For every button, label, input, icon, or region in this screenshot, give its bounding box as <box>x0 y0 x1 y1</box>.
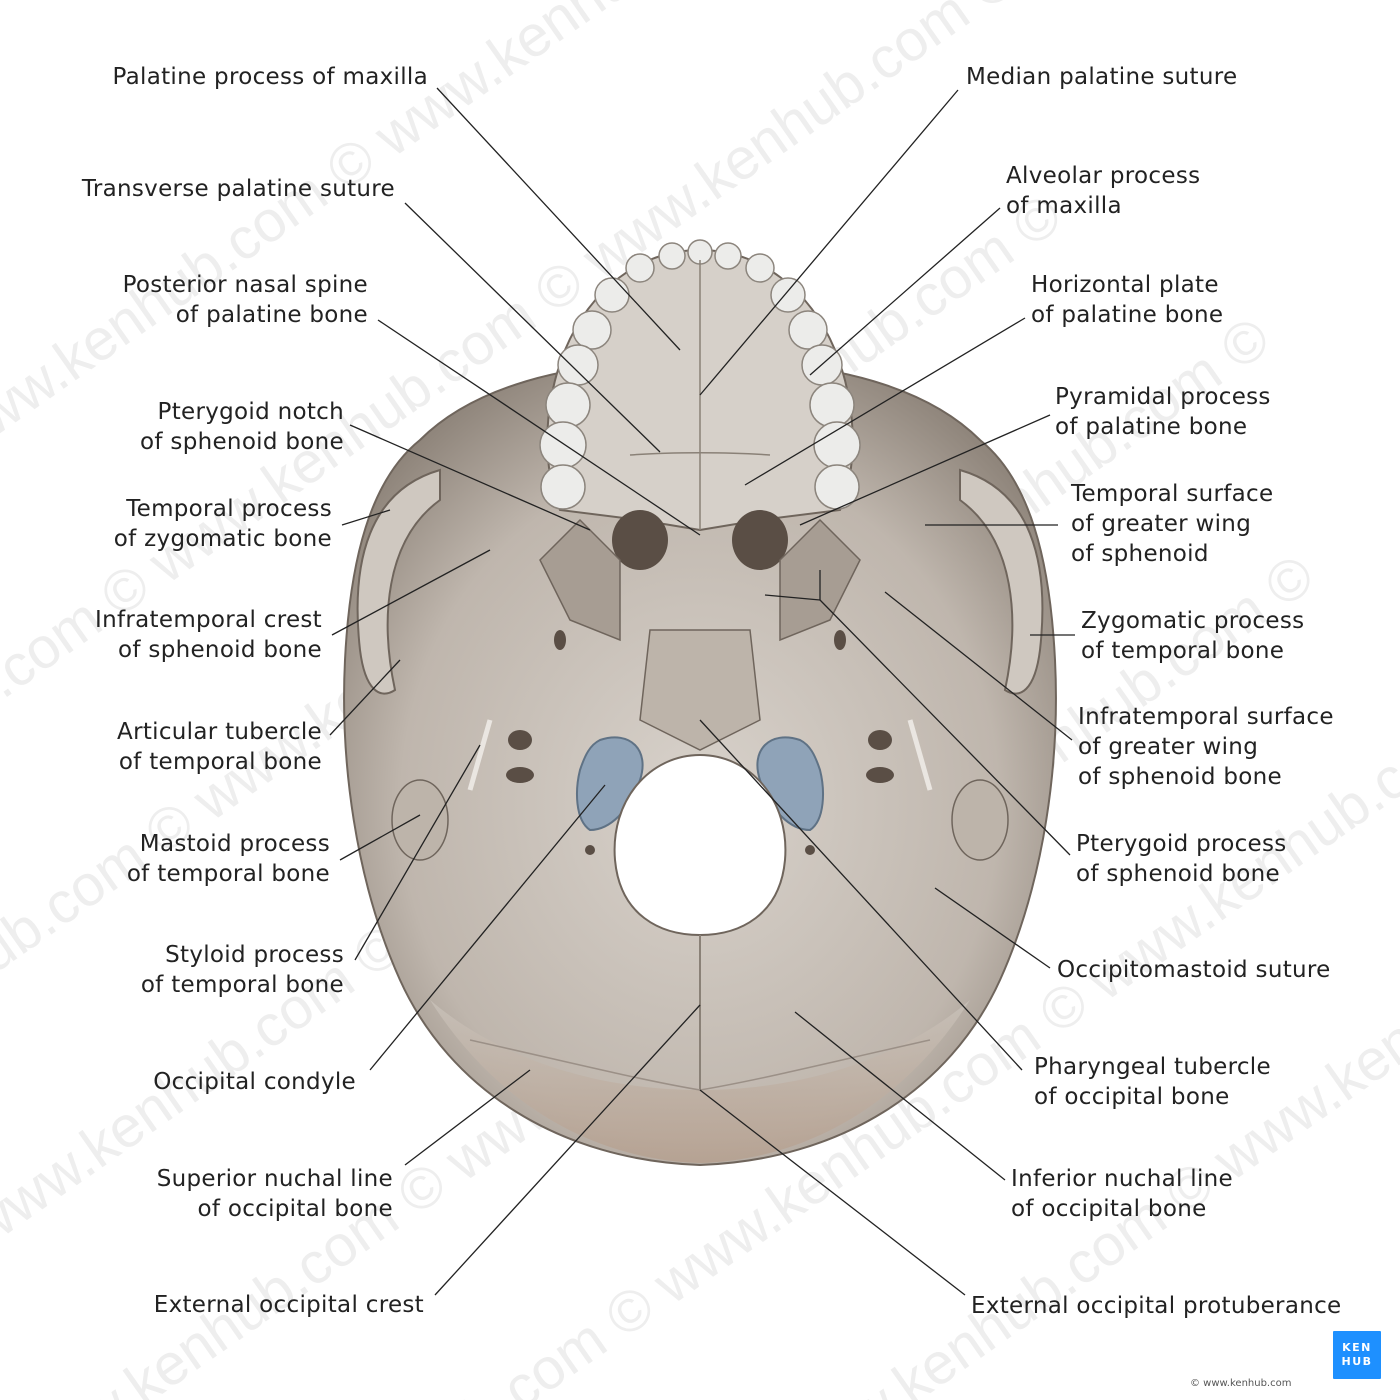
label-temporal-process-zygomatic: Temporal process of zygomatic bone <box>114 494 332 554</box>
label-occipital-condyle: Occipital condyle <box>153 1067 356 1097</box>
logo-text-line1: KEN <box>1342 1341 1372 1354</box>
label-text: of sphenoid bone <box>1076 861 1280 887</box>
label-posterior-nasal-spine: Posterior nasal spine of palatine bone <box>123 270 368 330</box>
label-text: External occipital crest <box>153 1292 424 1318</box>
label-pterygoid-notch: Pterygoid notch of sphenoid bone <box>140 397 344 457</box>
label-palatine-process-of-maxilla: Palatine process of maxilla <box>112 62 428 92</box>
logo-text-line2: HUB <box>1341 1355 1373 1368</box>
label-text: Pterygoid process <box>1076 831 1287 857</box>
label-text: Temporal process <box>126 496 332 522</box>
label-alveolar-process: Alveolar process of maxilla <box>1006 161 1200 221</box>
label-text: of sphenoid bone <box>1078 764 1282 790</box>
label-text: of occipital bone <box>197 1196 393 1222</box>
label-text: Transverse palatine suture <box>81 176 395 202</box>
label-text: of greater wing <box>1071 511 1252 537</box>
zygomatic-arch-right <box>959 468 1044 695</box>
label-text: of temporal bone <box>140 972 344 998</box>
label-horizontal-plate: Horizontal plate of palatine bone <box>1031 270 1223 330</box>
label-text: of palatine bone <box>1055 414 1248 440</box>
label-text: of palatine bone <box>1031 302 1224 328</box>
label-text: of occipital bone <box>1034 1084 1230 1110</box>
label-text: of maxilla <box>1006 193 1122 219</box>
label-pyramidal-process: Pyramidal process of palatine bone <box>1055 382 1271 442</box>
label-text: of temporal bone <box>118 749 322 775</box>
label-styloid-process: Styloid process of temporal bone <box>141 940 344 1000</box>
leader-lines <box>329 87 1075 1296</box>
label-text: Median palatine suture <box>966 64 1238 90</box>
label-text: of temporal bone <box>1081 638 1285 664</box>
label-text: of sphenoid bone <box>118 637 322 663</box>
label-text: Infratemporal crest <box>95 607 322 633</box>
label-occipitomastoid-suture: Occipitomastoid suture <box>1057 955 1331 985</box>
label-superior-nuchal-line: Superior nuchal line of occipital bone <box>157 1164 393 1224</box>
label-text: of greater wing <box>1078 734 1259 760</box>
kenhub-logo: KEN HUB <box>1333 1331 1381 1379</box>
label-median-palatine-suture: Median palatine suture <box>966 62 1237 92</box>
label-text: Superior nuchal line <box>156 1166 393 1192</box>
label-text: of zygomatic bone <box>113 526 332 552</box>
label-text: Inferior nuchal line <box>1011 1166 1233 1192</box>
teeth <box>539 239 861 510</box>
label-transverse-palatine-suture: Transverse palatine suture <box>82 174 395 204</box>
label-text: of palatine bone <box>175 302 368 328</box>
label-text: Pharyngeal tubercle <box>1034 1054 1271 1080</box>
label-text: External occipital protuberance <box>971 1293 1342 1319</box>
label-text: Temporal surface <box>1071 481 1274 507</box>
label-text: Styloid process <box>165 942 344 968</box>
label-pterygoid-process: Pterygoid process of sphenoid bone <box>1076 829 1287 889</box>
label-temporal-surface-greater-wing: Temporal surface of greater wing of sphe… <box>1071 479 1273 569</box>
label-text: Pyramidal process <box>1055 384 1271 410</box>
label-text: Articular tubercle <box>117 719 322 745</box>
label-text: Zygomatic process <box>1081 608 1305 634</box>
label-external-occipital-crest: External occipital crest <box>154 1290 424 1320</box>
label-infratemporal-surface-greater-wing: Infratemporal surface of greater wing of… <box>1078 702 1334 792</box>
label-infratemporal-crest: Infratemporal crest of sphenoid bone <box>95 605 322 665</box>
label-mastoid-process: Mastoid process of temporal bone <box>127 829 330 889</box>
label-text: of occipital bone <box>1011 1196 1207 1222</box>
label-zygomatic-process-temporal: Zygomatic process of temporal bone <box>1081 606 1304 666</box>
label-text: Posterior nasal spine <box>122 272 368 298</box>
label-text: Pterygoid notch <box>157 399 344 425</box>
label-text: Horizontal plate <box>1031 272 1219 298</box>
label-text: Alveolar process <box>1006 163 1201 189</box>
label-text: Occipital condyle <box>153 1069 356 1095</box>
label-text: Infratemporal surface <box>1078 704 1334 730</box>
label-articular-tubercle: Articular tubercle of temporal bone <box>117 717 322 777</box>
label-text: of temporal bone <box>126 861 330 887</box>
label-external-occipital-protuberance: External occipital protuberance <box>971 1291 1341 1321</box>
label-text: Mastoid process <box>139 831 330 857</box>
label-inferior-nuchal-line: Inferior nuchal line of occipital bone <box>1011 1164 1233 1224</box>
copyright-text: © www.kenhub.com <box>1190 1378 1292 1389</box>
label-pharyngeal-tubercle: Pharyngeal tubercle of occipital bone <box>1034 1052 1271 1112</box>
label-text: of sphenoid <box>1071 541 1209 567</box>
label-text: of sphenoid bone <box>140 429 344 455</box>
label-text: Palatine process of maxilla <box>112 64 428 90</box>
foramen-magnum <box>613 753 787 937</box>
label-text: Occipitomastoid suture <box>1057 957 1331 983</box>
